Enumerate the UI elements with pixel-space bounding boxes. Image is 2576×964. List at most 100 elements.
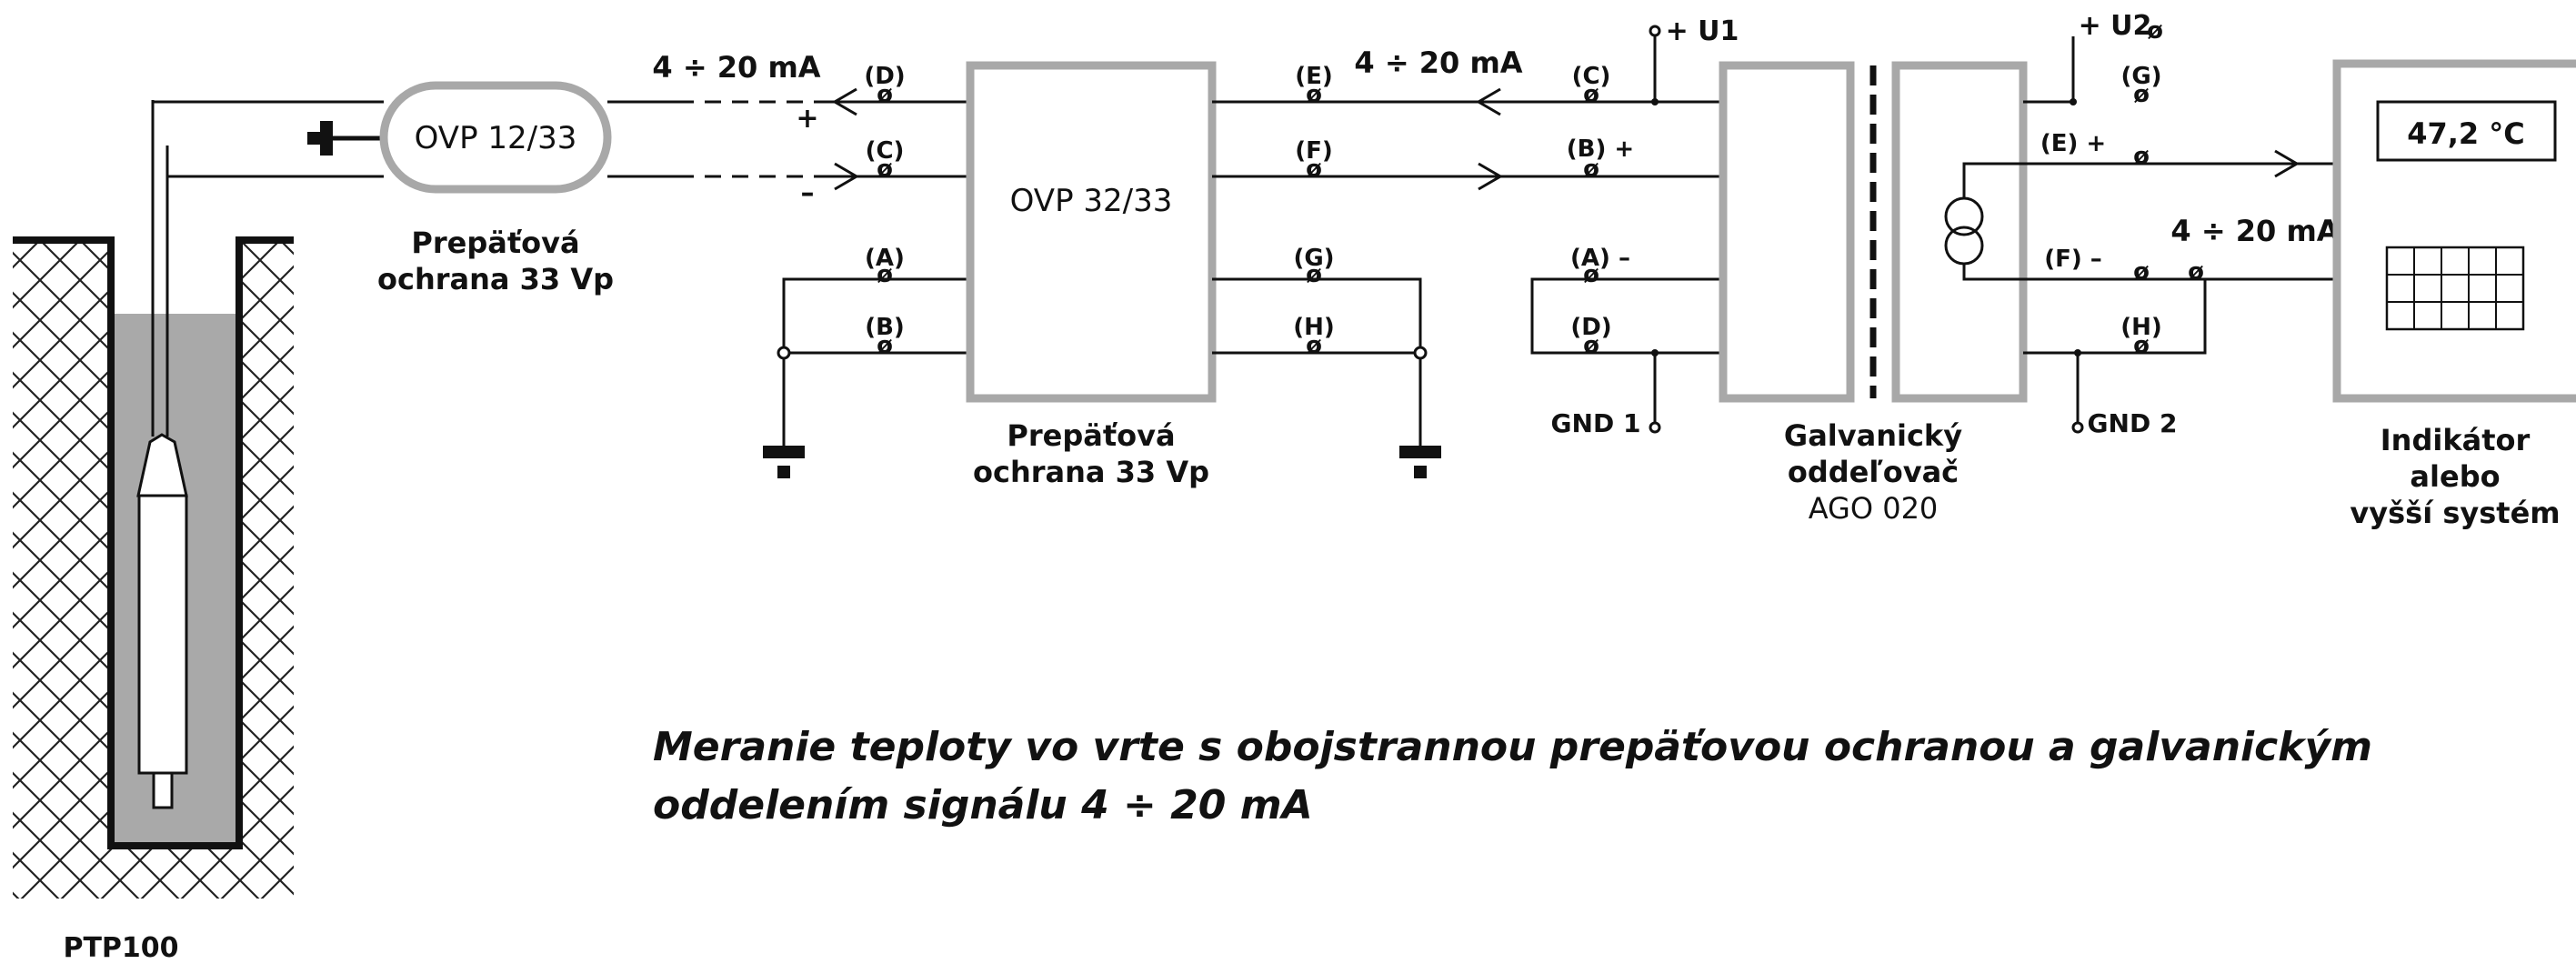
ovp1-body xyxy=(379,81,612,194)
term-ago-H: (H) xyxy=(2120,314,2162,341)
u1-terminal xyxy=(1649,25,1661,37)
arrow-left-1 xyxy=(832,87,857,116)
term-ago-E: (E) + xyxy=(2040,130,2106,157)
screw-ago-H: ø xyxy=(2133,332,2150,359)
screw-ovp2-C: ø xyxy=(877,156,893,183)
term-ovp2-F: (F) xyxy=(1295,137,1333,165)
ground-icon xyxy=(1399,446,1441,478)
screw-ovp2-E: ø xyxy=(1306,81,1322,108)
figure-caption-line2: oddelením signálu 4 ÷ 20 mA xyxy=(653,782,1313,828)
ago-output-body xyxy=(1891,61,2028,403)
u2-junction xyxy=(2070,98,2077,105)
ovp1-caption-line1: Prepäťová xyxy=(411,226,579,260)
term-ago-D: (D) xyxy=(1570,314,1611,341)
supply-u1: + U1 xyxy=(1666,15,1739,47)
term-ovp2-G: (G) xyxy=(1293,245,1334,272)
soil-bottom xyxy=(111,846,239,899)
screw-ago-C: ø xyxy=(1583,81,1599,108)
u2-supply-wire xyxy=(2023,36,2075,104)
polarity-minus-1: – xyxy=(801,177,815,209)
term-ovp2-C: (C) xyxy=(866,137,905,165)
term-ovp2-B: (B) xyxy=(865,314,905,341)
ago-model: AGO 020 xyxy=(1809,491,1939,526)
supply-gnd1: GND 1 xyxy=(1551,408,1641,438)
ovp2-caption-line1: Prepäťová xyxy=(1007,418,1175,453)
term-ovp2-D: (D) xyxy=(864,63,905,90)
screw-ovp2-D: ø xyxy=(877,81,893,108)
term-ago-C: (C) xyxy=(1572,63,1611,90)
ovp2-gnd-wire-b xyxy=(782,351,970,446)
indicator-display xyxy=(2376,100,2557,162)
ovp1-model: OVP 12/33 xyxy=(415,120,577,156)
term-ago-G: (G) xyxy=(2120,63,2161,90)
ago-out-E-line xyxy=(1962,162,2141,198)
borehole xyxy=(13,236,294,899)
signal-label-3: 4 ÷ 20 mA xyxy=(2170,214,2339,248)
ovp2-model: OVP 32/33 xyxy=(1010,183,1173,219)
ago-input-terminals: (C) ø (B) + ø (A) – ø (D) ø xyxy=(1567,63,1634,359)
ovp2-gnd-wire-a xyxy=(782,277,970,353)
ovp-12-33: OVP 12/33 Prepäťová ochrana 33 Vp xyxy=(307,81,614,296)
indicator-caption-line2: alebo xyxy=(2410,459,2500,494)
ago-caption-line1: Galvanický xyxy=(1784,418,1962,453)
arrow-left-2 xyxy=(1476,87,1501,116)
term-ago-F: (F) – xyxy=(2044,246,2102,273)
term-ago-B: (B) + xyxy=(1567,136,1634,163)
ovp2-out-gnd-b xyxy=(1212,351,1422,446)
probe-tip xyxy=(152,771,174,809)
ovp1-caption-line2: ochrana 33 Vp xyxy=(377,262,614,296)
supply-u2: + U2 xyxy=(2079,10,2152,42)
screw-ovp2-A: ø xyxy=(877,261,893,288)
ground-icon xyxy=(763,446,805,478)
ovp-32-33: OVP 32/33 Prepäťová ochrana 33 Vp xyxy=(966,61,1217,489)
gnd1-terminal xyxy=(1649,421,1661,434)
keypad-icon xyxy=(2385,246,2525,331)
arrow-right-2 xyxy=(1478,162,1503,191)
galvanic-isolator: Galvanický oddeľovač AGO 020 xyxy=(1719,61,2141,526)
ovp2-input-terminals: (D) ø (C) ø (A) ø (B) ø xyxy=(864,63,905,359)
gnd1-junction xyxy=(1651,349,1659,356)
ovp1-ground-tab xyxy=(307,132,320,145)
ovp1-ground-plate xyxy=(320,121,333,156)
temperature-probe: PTP100 xyxy=(63,100,188,964)
indicator-caption-line3: vyšší systém xyxy=(2350,496,2560,530)
cable-bottom-wire xyxy=(165,147,384,178)
screw-ovp2-F: ø xyxy=(1306,156,1322,183)
borehole-casing xyxy=(13,236,294,849)
indicator-device: 47,2 °C Indikátor alebo vyšší systém xyxy=(2332,59,2576,530)
ago-caption-line2: oddeľovač xyxy=(1788,455,1959,489)
term-ovp2-A: (A) xyxy=(865,245,905,272)
screw-ago-D: ø xyxy=(1583,332,1599,359)
term-ovp2-H: (H) xyxy=(1293,314,1335,341)
soil-right xyxy=(239,236,294,899)
gnd2-terminal xyxy=(2071,421,2084,434)
u1-junction xyxy=(1651,98,1659,105)
probe-body xyxy=(137,494,188,775)
arrow-right-3 xyxy=(2274,149,2300,178)
ovp2-out-gnd-a xyxy=(1212,277,1422,353)
screw-ago-G: ø xyxy=(2133,81,2150,108)
term-ago-A: (A) – xyxy=(1570,245,1630,272)
supply-gnd2: GND 2 xyxy=(2088,408,2178,438)
ago-out-H-line xyxy=(2023,279,2207,355)
soil-left xyxy=(13,236,111,899)
screw-ago-F: ø xyxy=(2133,258,2150,286)
ovp2-gnd-node xyxy=(777,346,791,360)
indicator-reading: 47,2 °C xyxy=(2407,116,2525,151)
screw-ago-E: ø xyxy=(2133,143,2150,170)
ovp2-out-gnd-node xyxy=(1413,346,1428,360)
gnd2-junction xyxy=(2074,349,2081,356)
ago-input-body xyxy=(1719,61,1855,403)
screw-ago-H-node: ø xyxy=(2188,258,2204,286)
probe-name: PTP100 xyxy=(63,932,178,964)
signal-label-1: 4 ÷ 20 mA xyxy=(652,50,820,85)
term-ovp2-E: (E) xyxy=(1295,63,1333,90)
ovp2-output-terminals: (E) ø (F) ø (G) ø (H) ø xyxy=(1293,63,1335,359)
screw-ago-B: ø xyxy=(1583,156,1599,183)
u2-terminal: ø xyxy=(2147,17,2163,45)
ovp2-caption-line2: ochrana 33 Vp xyxy=(973,455,1209,489)
screw-ovp2-H: ø xyxy=(1306,332,1322,359)
screw-ovp2-B: ø xyxy=(877,332,893,359)
ovp2-body xyxy=(966,61,1217,403)
